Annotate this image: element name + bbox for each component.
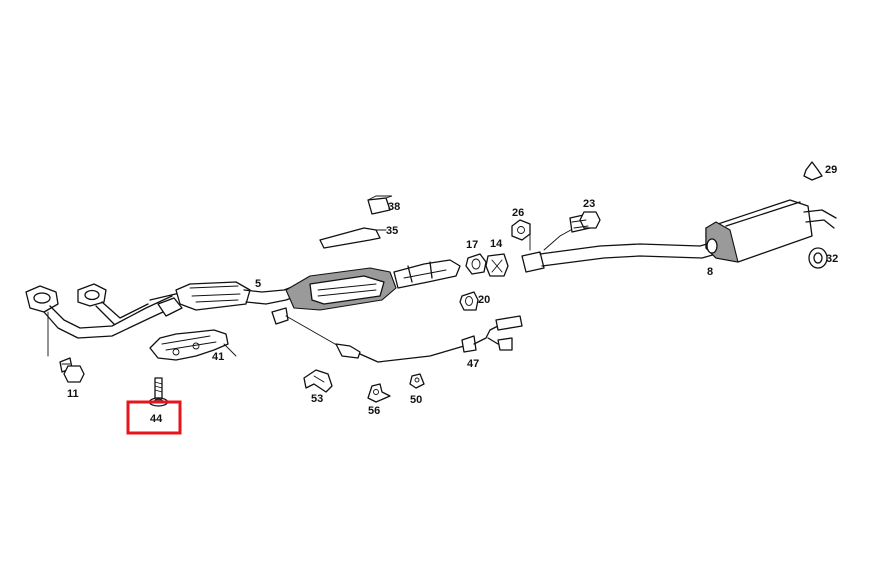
part-callouts: 5 8 11 14 17 20 23 26 29 32 35 38 41 44 …	[67, 164, 838, 425]
oxygen-sensor-part-47	[285, 315, 523, 363]
callout-11: 11	[67, 388, 79, 400]
callout-38: 38	[388, 201, 400, 213]
rear-pipe-assembly	[521, 223, 717, 273]
rubber-mount-part-20	[459, 291, 479, 311]
callout-8: 8	[707, 266, 713, 278]
washer-part-32	[808, 247, 828, 269]
callout-29: 29	[825, 164, 837, 176]
bolt-part-11	[59, 357, 85, 383]
catalytic-converter	[271, 259, 461, 325]
rubber-mount-part-17	[465, 253, 487, 275]
callout-17: 17	[466, 239, 478, 251]
callout-26: 26	[512, 207, 524, 219]
callout-56: 56	[368, 405, 380, 417]
callout-35: 35	[386, 225, 398, 237]
callout-53: 53	[311, 393, 323, 405]
highlight-box	[126, 400, 182, 435]
callout-23: 23	[583, 198, 595, 210]
bracket-part-56	[367, 383, 391, 403]
clip-part-50	[409, 373, 425, 389]
rubber-mount-part-14	[485, 253, 509, 277]
bracket-part-35	[319, 227, 387, 249]
callout-41: 41	[212, 351, 224, 363]
rubber-part-29	[803, 161, 823, 181]
callout-44: 44	[150, 413, 163, 425]
rear-muffler-part-8	[705, 199, 837, 263]
heat-shield-part-41	[149, 329, 237, 361]
callout-47: 47	[467, 358, 479, 370]
callout-14: 14	[490, 238, 503, 250]
bracket-part-53	[303, 369, 333, 393]
callout-32: 32	[826, 253, 838, 265]
rubber-block-part-38	[367, 195, 393, 215]
bolt-part-23	[569, 211, 601, 233]
callout-20: 20	[478, 294, 490, 306]
callout-5: 5	[255, 278, 261, 290]
callout-50: 50	[410, 394, 422, 406]
nut-part-26	[511, 219, 531, 241]
